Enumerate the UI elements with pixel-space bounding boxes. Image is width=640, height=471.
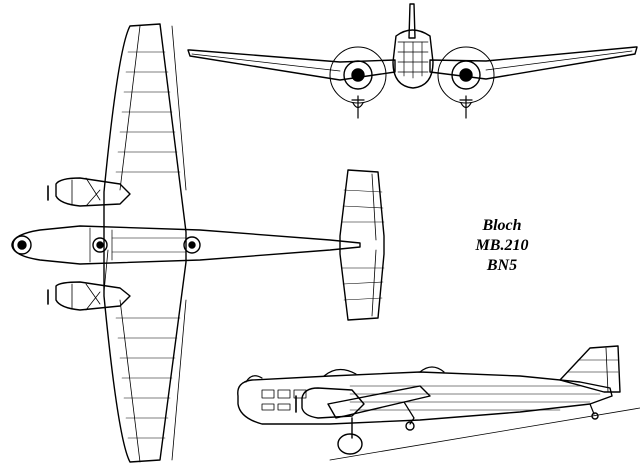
plan-view-tailplane (339, 169, 385, 321)
side-view-fin (559, 345, 621, 393)
front-view-right-wing (429, 46, 638, 80)
side-view-ground-line (329, 407, 640, 461)
plan-view-nose-turret (12, 235, 32, 255)
front-view-fuselage (392, 29, 434, 89)
front-view-left-wing (187, 49, 396, 81)
caption-model: MB.210 (475, 237, 529, 254)
side-view (237, 345, 640, 461)
plan-view-wing (103, 23, 187, 463)
side-view-wing (327, 385, 431, 419)
caption-variant: BN5 (486, 257, 518, 274)
side-view-fuselage (237, 371, 613, 425)
caption-maker: Bloch (482, 217, 522, 234)
plan-view (11, 23, 385, 463)
plan-view-left-nacelle (55, 177, 131, 207)
plan-view-dorsal-turret (183, 236, 201, 254)
side-view-nacelle (301, 387, 365, 419)
plan-view-right-nacelle (55, 281, 131, 311)
front-view (187, 3, 638, 119)
front-view-fin (408, 3, 416, 39)
side-view-main-wheel (337, 433, 363, 455)
